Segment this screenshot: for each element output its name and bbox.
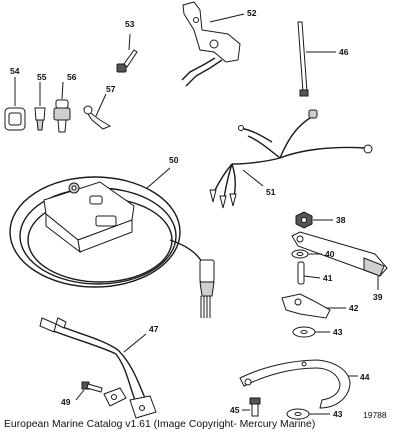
- part-label-52: 52: [247, 8, 257, 18]
- part-label-53: 53: [125, 19, 135, 29]
- part-label-41: 41: [323, 273, 333, 283]
- part-label-57: 57: [106, 84, 116, 94]
- part-label-46: 46: [339, 47, 349, 57]
- part-label-43-lower: 43: [333, 409, 343, 419]
- harness-51: [209, 109, 373, 209]
- part-label-44: 44: [360, 372, 370, 382]
- part-label-43-upper: 43: [333, 327, 343, 337]
- cotter-pin-57: [83, 93, 112, 130]
- part-label-54: 54: [10, 66, 20, 76]
- washer-40: [291, 249, 322, 259]
- pin-41: [297, 261, 321, 285]
- part-label-47: 47: [149, 324, 159, 334]
- screw-49: [75, 381, 103, 401]
- connector-56: [53, 81, 71, 133]
- part-label-42: 42: [349, 303, 359, 313]
- part-label-56: 56: [67, 72, 77, 82]
- part-label-49: 49: [61, 397, 71, 407]
- image-caption: European Marine Catalog v1.61 (Image Cop…: [4, 419, 316, 430]
- part-label-45: 45: [230, 405, 240, 415]
- washer-43-lower: [286, 408, 330, 420]
- plate-39: [291, 231, 388, 290]
- cable-tie-46: [297, 21, 336, 97]
- part-label-40: 40: [325, 249, 335, 259]
- part-label-55: 55: [37, 72, 47, 82]
- bolt-53: [116, 33, 138, 73]
- bolt-45: [242, 397, 261, 417]
- part-label-38: 38: [336, 215, 346, 225]
- nut-38: [295, 211, 333, 229]
- terminal-55: [34, 82, 46, 131]
- washer-43-upper: [292, 326, 330, 338]
- bracket-42: [281, 293, 346, 319]
- clip-54: [4, 77, 26, 131]
- harness-47: [39, 317, 157, 419]
- drawing-number: 19788: [363, 410, 387, 420]
- bracket-52: [181, 1, 245, 87]
- part-label-39: 39: [373, 292, 383, 302]
- arm-44: [239, 359, 358, 409]
- part-label-51: 51: [266, 187, 276, 197]
- control-box-50: [9, 167, 215, 318]
- plate-small: [103, 387, 127, 407]
- part-label-50: 50: [169, 155, 179, 165]
